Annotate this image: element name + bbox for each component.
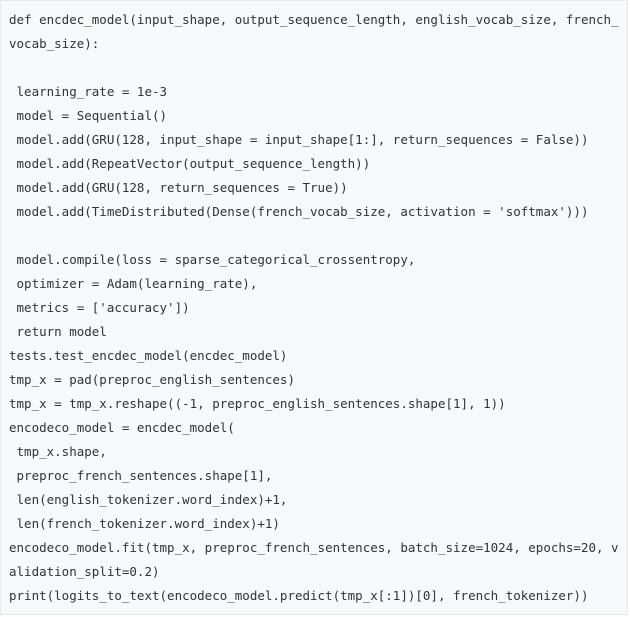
code-line: learning_rate = 1e-3	[9, 84, 168, 99]
code-line: len(english_tokenizer.word_index)+1,	[9, 492, 288, 507]
code-line: len(french_tokenizer.word_index)+1)	[9, 516, 280, 531]
code-line: encodeco_model = encdec_model(	[9, 420, 235, 435]
code-line: alidation_split=0.2)	[9, 564, 160, 579]
code-line: return model	[9, 324, 107, 339]
code-line: preproc_french_sentences.shape[1],	[9, 468, 273, 483]
code-line: def encdec_model(input_shape, output_seq…	[9, 12, 619, 27]
code-line: tests.test_encdec_model(encdec_model)	[9, 348, 288, 363]
code-line: model = Sequential()	[9, 108, 168, 123]
code-line: tmp_x = tmp_x.reshape((-1, preproc_engli…	[9, 396, 506, 411]
code-line: tmp_x.shape,	[9, 444, 107, 459]
code-line: metrics = ['accuracy'])	[9, 300, 190, 315]
code-line: model.add(GRU(128, input_shape = input_s…	[9, 132, 589, 147]
code-line: model.compile(loss = sparse_categorical_…	[9, 252, 416, 267]
code-line: model.add(RepeatVector(output_sequence_l…	[9, 156, 371, 171]
code-line: model.add(TimeDistributed(Dense(french_v…	[9, 204, 589, 219]
code-line: print(logits_to_text(encodeco_model.pred…	[9, 588, 589, 603]
code-line: tmp_x = pad(preproc_english_sentences)	[9, 372, 295, 387]
code-line: vocab_size):	[9, 36, 100, 51]
code-line: model.add(GRU(128, return_sequences = Tr…	[9, 180, 348, 195]
code-line	[9, 224, 627, 248]
code-line: optimizer = Adam(learning_rate),	[9, 276, 258, 291]
code-line: encodeco_model.fit(tmp_x, preproc_french…	[9, 540, 619, 555]
code-line	[9, 56, 627, 80]
